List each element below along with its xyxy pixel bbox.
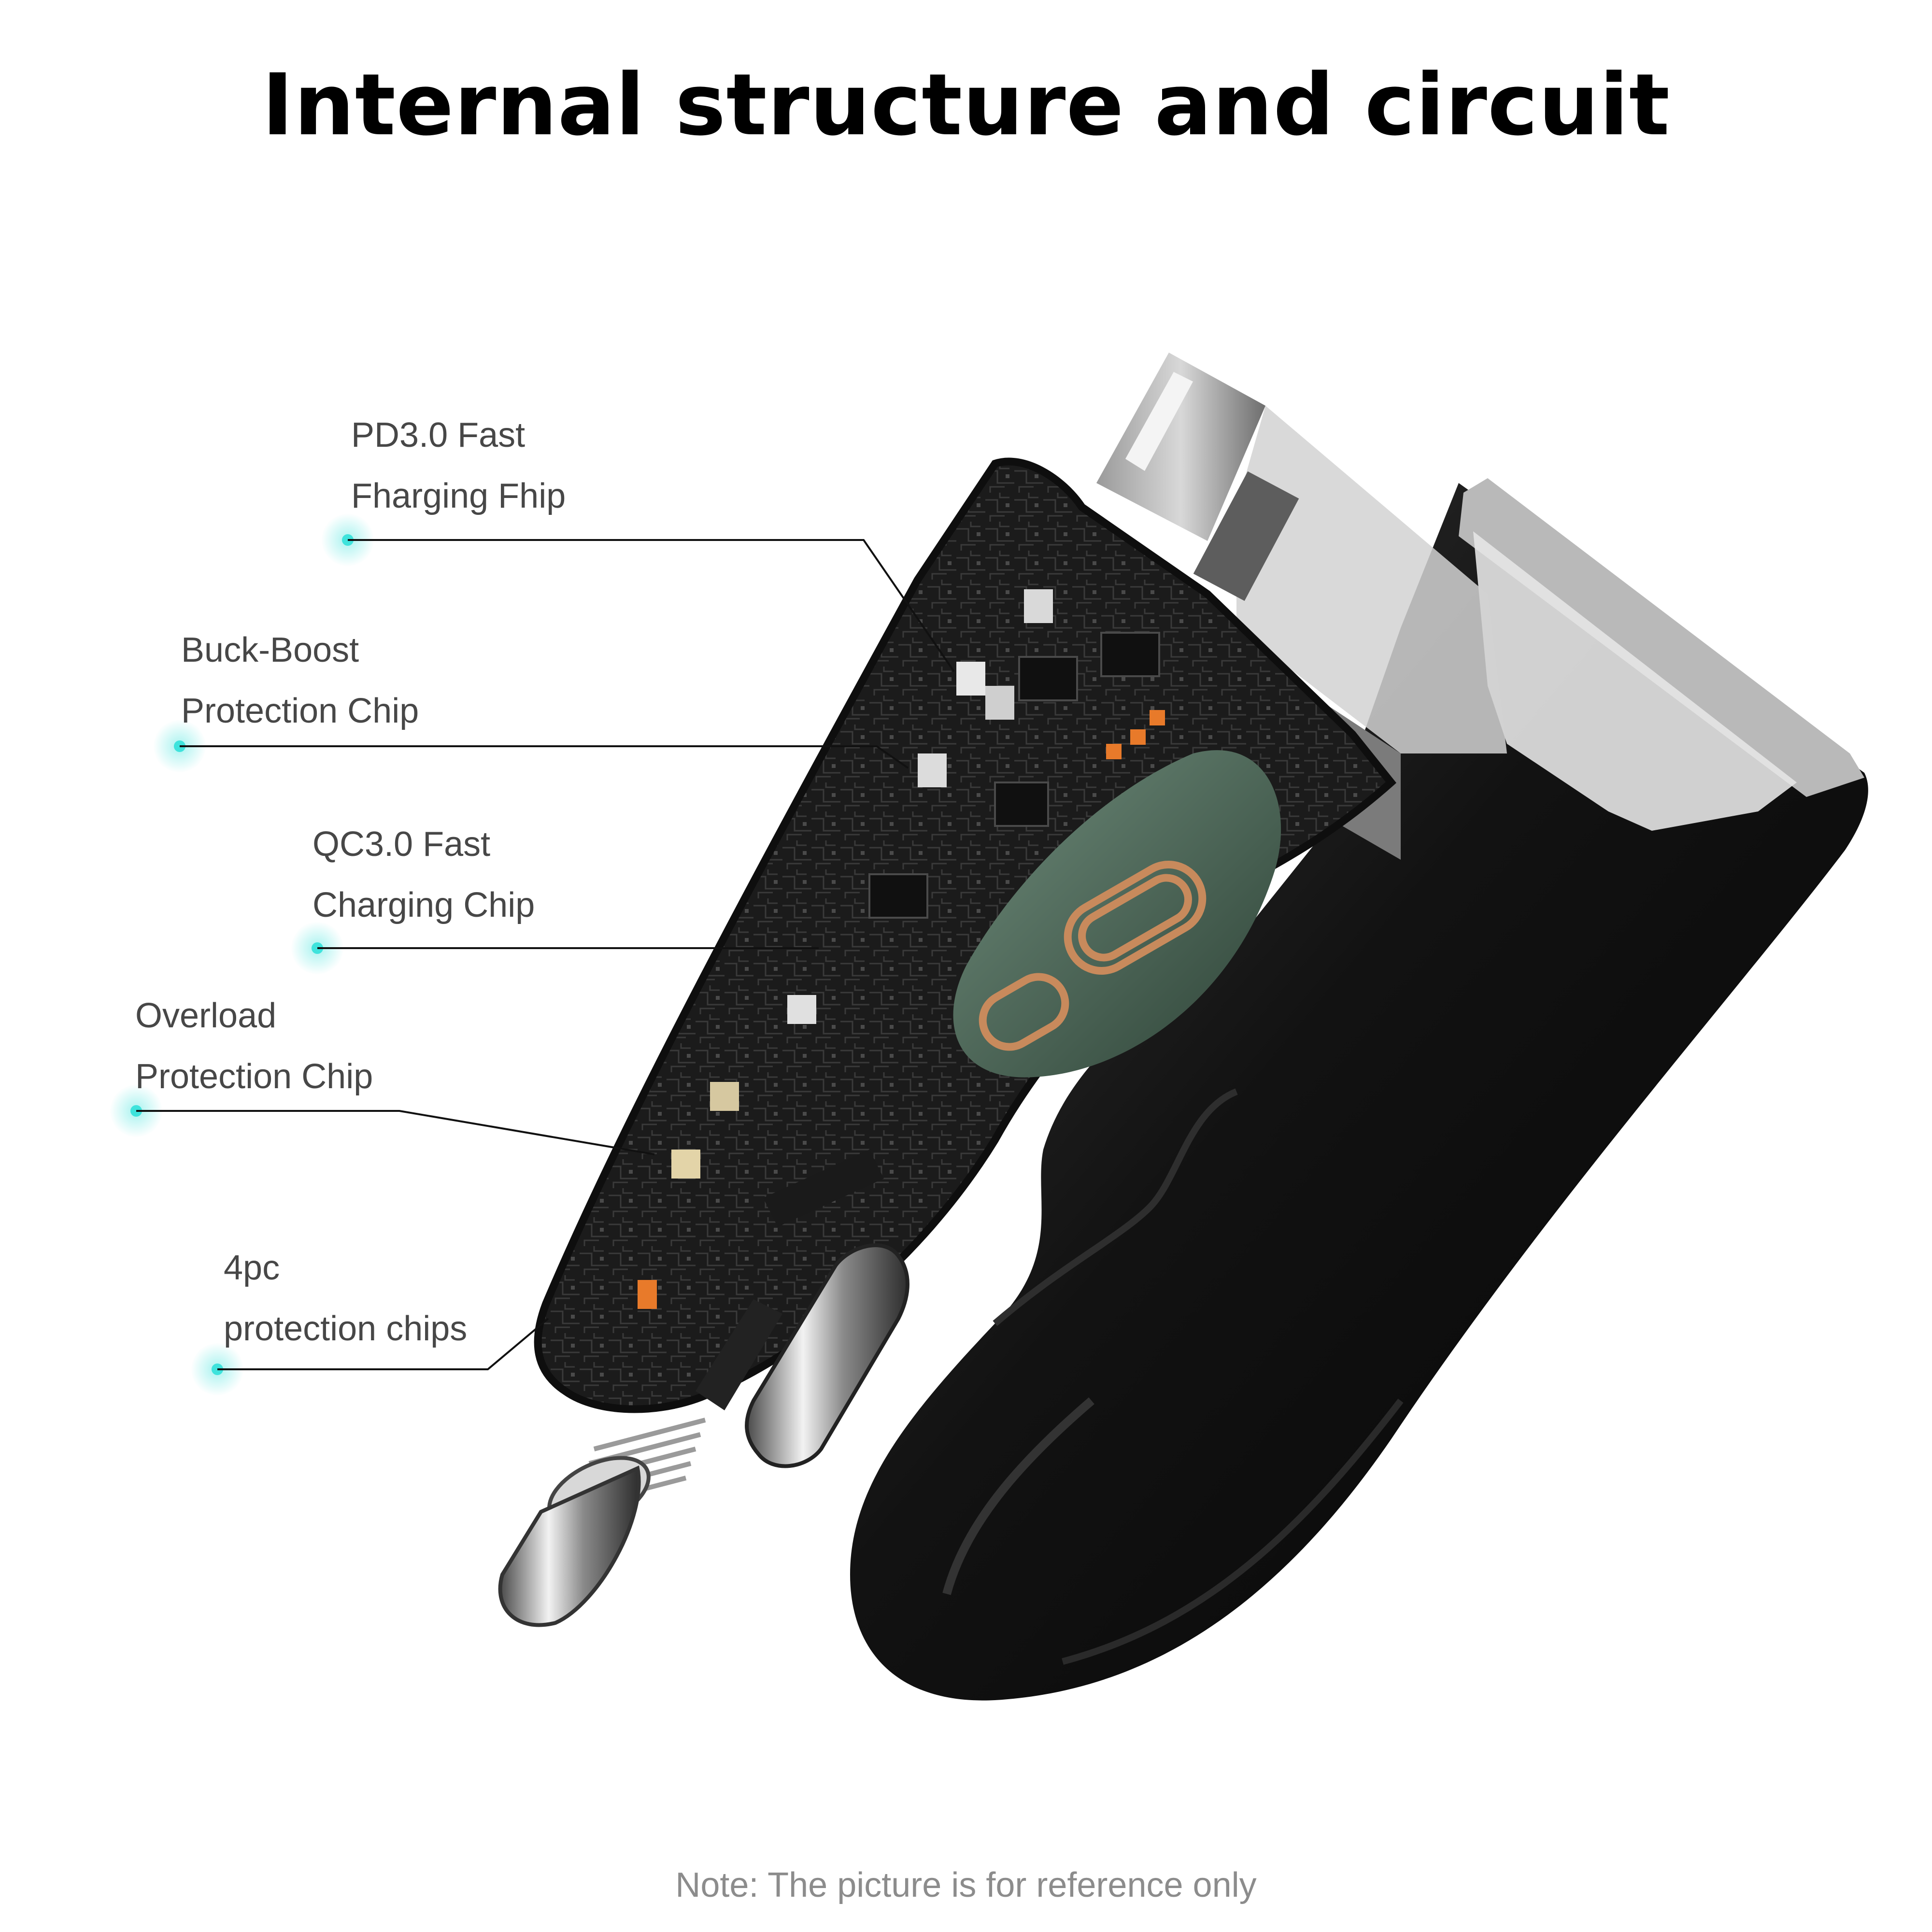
callout-4pc-line2: protection chips bbox=[224, 1309, 468, 1348]
side-contact bbox=[696, 1150, 909, 1468]
callout-buck-boost-line1: Buck-Boost bbox=[181, 631, 359, 669]
page-title: Internal structure and circuit bbox=[262, 56, 1670, 155]
callout-pd30-line2: Fharging Fhip bbox=[351, 477, 566, 515]
callout-pd30-line1: PD3.0 Fast bbox=[351, 416, 526, 455]
callout-pd30: PD3.0 Fast Fharging Fhip bbox=[351, 405, 566, 526]
leader-pd30 bbox=[321, 513, 955, 672]
callout-qc30-line2: Charging Chip bbox=[313, 886, 535, 924]
callout-qc30: QC3.0 Fast Charging Chip bbox=[313, 814, 535, 936]
reference-note: Note: The picture is for reference only bbox=[675, 1866, 1257, 1904]
usb-a-connector bbox=[1096, 353, 1299, 601]
spring-contact bbox=[498, 1418, 706, 1627]
callout-overload: Overload Protection Chip bbox=[135, 985, 373, 1107]
callout-overload-line1: Overload bbox=[135, 996, 277, 1035]
callout-buck-boost-line2: Protection Chip bbox=[181, 692, 419, 730]
leader-overload bbox=[110, 1084, 655, 1155]
callout-buck-boost: Buck-Boost Protection Chip bbox=[181, 620, 419, 741]
callout-overload-line2: Protection Chip bbox=[135, 1057, 373, 1096]
leader-buck-boost bbox=[153, 720, 909, 773]
callout-4pc: 4pc protection chips bbox=[224, 1237, 467, 1359]
callout-4pc-line1: 4pc bbox=[224, 1249, 280, 1287]
callout-qc30-line1: QC3.0 Fast bbox=[313, 825, 491, 864]
leader-qc30 bbox=[291, 922, 819, 975]
inner-shield bbox=[953, 750, 1281, 1078]
leader-4pc bbox=[191, 1318, 549, 1396]
